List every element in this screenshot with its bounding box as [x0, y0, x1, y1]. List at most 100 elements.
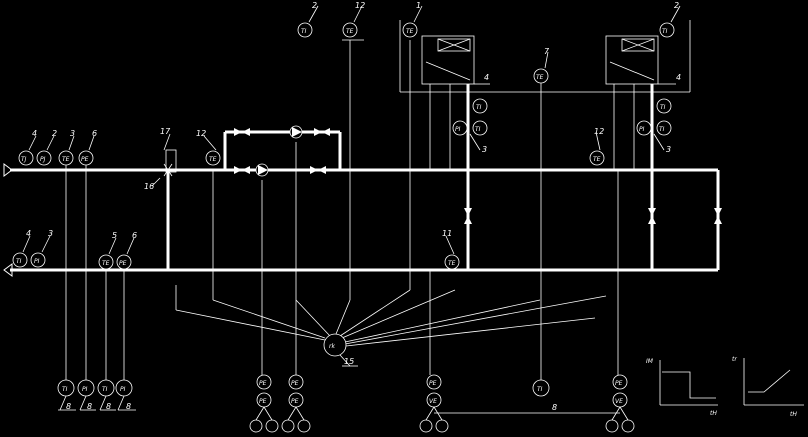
graph1-y-label: IM: [646, 358, 654, 365]
graph1-x-label: tH: [710, 410, 717, 417]
recorder-group-left: TI PI TI PI 8 8 8 8: [57, 379, 136, 411]
svg-text:VE: VE: [615, 398, 623, 405]
svg-text:TE: TE: [102, 260, 110, 267]
svg-text:PE: PE: [615, 380, 623, 387]
label-8-d: 8: [126, 402, 131, 411]
label-4-left: 4: [32, 129, 37, 138]
graph2-y-label: tr: [732, 356, 737, 363]
svg-text:PE: PE: [259, 398, 267, 405]
svg-text:TE: TE: [536, 74, 544, 81]
label-4-c2: 4: [676, 73, 681, 82]
return-pipe: [3, 263, 718, 277]
svg-text:TI: TI: [476, 104, 482, 111]
label-top-2r: 2: [674, 1, 679, 10]
valve-icon: [464, 208, 472, 224]
valve-icon: [314, 128, 330, 136]
label-11: 11: [442, 229, 452, 238]
label-6-ret: 6: [132, 231, 137, 240]
instrument-return-4: TI 4: [12, 229, 31, 268]
label-7: 7: [544, 47, 550, 56]
svg-text:PE: PE: [119, 260, 127, 267]
svg-text:PE: PE: [291, 398, 299, 405]
instrument-11: TE 11: [442, 229, 460, 270]
label-12-mid: 12: [196, 129, 206, 138]
label-16: 16: [144, 182, 154, 191]
svg-text:TE: TE: [346, 28, 354, 35]
svg-text:TE: TE: [406, 28, 414, 35]
instrument-supply-3: TE 3: [58, 129, 75, 380]
svg-text:rk: rk: [329, 343, 335, 350]
label-5-ret: 5: [112, 231, 117, 240]
svg-text:TI: TI: [475, 126, 481, 133]
supply-pipe: [3, 163, 720, 270]
motor-group-pumps: PE PE PE PE: [249, 195, 311, 433]
label-12-right: 12: [594, 127, 604, 136]
instrument-return-6: PE 6: [116, 231, 137, 380]
graph-im-vs-th: IM tH: [646, 358, 718, 417]
label-15: 15: [344, 357, 354, 366]
mixer-labels: 17 16: [144, 127, 171, 191]
valve-icon: [714, 208, 722, 224]
label-3-left: 3: [70, 129, 75, 138]
pump-icon: [289, 125, 303, 139]
svg-text:PE: PE: [259, 380, 267, 387]
label-2-left: 2: [52, 129, 57, 138]
label-3-c1: 3: [482, 145, 487, 154]
instrument-12-mid: TE 12: [196, 129, 221, 166]
unit-risers: [429, 84, 654, 270]
svg-text:TE: TE: [209, 156, 217, 163]
svg-text:TI: TI: [301, 28, 307, 35]
svg-text:PI: PI: [455, 126, 461, 133]
signal-lines: [175, 40, 607, 347]
valve-icon: [648, 208, 656, 224]
label-4-ret: 4: [26, 229, 31, 238]
instrument-top-2: TI 2: [297, 1, 319, 38]
svg-text:TE: TE: [448, 260, 456, 267]
unit-box-left: [399, 20, 691, 93]
instrument-supply-2: PJ 2: [36, 129, 57, 166]
svg-text:PE: PE: [291, 380, 299, 387]
instrument-top-2r: TI 2: [659, 1, 681, 38]
instrument-unit1-4: TI 4: [472, 73, 490, 114]
svg-text:TI: TI: [102, 386, 108, 393]
valve-icon: [234, 166, 250, 174]
label-8-a: 8: [66, 402, 71, 411]
valve-icon: [310, 166, 326, 174]
svg-text:TE: TE: [62, 156, 70, 163]
label-17: 17: [160, 127, 171, 136]
label-8-b: 8: [87, 402, 92, 411]
instrument-unit2-pi: PI TI 3: [636, 120, 672, 154]
instrument-7: TE 7: [533, 47, 550, 380]
svg-text:PI: PI: [639, 126, 645, 133]
svg-text:TI: TI: [660, 104, 666, 111]
instrument-unit1-pi: PI TI 3: [452, 120, 488, 154]
svg-text:TJ: TJ: [21, 156, 27, 163]
svg-text:PI: PI: [82, 386, 88, 393]
svg-text:TI: TI: [16, 258, 22, 265]
graph2-x-label: tH: [790, 411, 797, 418]
label-top-1: 1: [416, 1, 421, 10]
instrument-top-1: TE 1: [402, 1, 423, 38]
svg-text:PI: PI: [120, 386, 126, 393]
controller-15: rk 15: [323, 333, 358, 367]
graph-tr-vs-th: tr tH: [732, 356, 804, 418]
svg-text:PJ: PJ: [40, 156, 46, 163]
label-3-ret: 3: [48, 229, 53, 238]
svg-text:PE: PE: [429, 380, 437, 387]
svg-text:TE: TE: [593, 156, 601, 163]
unit-box-right: [605, 35, 659, 85]
label-top-2: 2: [312, 1, 317, 10]
label-6-left: 6: [92, 129, 97, 138]
instrument-supply-6: PE 6: [78, 129, 97, 380]
pump-loop: [223, 130, 342, 195]
label-8-c: 8: [106, 402, 111, 411]
instrument-return-3: PI 3: [30, 229, 53, 268]
motor-group-units: PE VE PE VE TI 8: [419, 170, 635, 433]
label-3-c2: 3: [666, 145, 671, 154]
valve-icon: [234, 128, 250, 136]
mixing-jumper: [163, 149, 177, 270]
svg-text:TI: TI: [662, 28, 668, 35]
label-4-c1: 4: [484, 73, 489, 82]
instrument-top-12: TE 12: [342, 1, 365, 41]
